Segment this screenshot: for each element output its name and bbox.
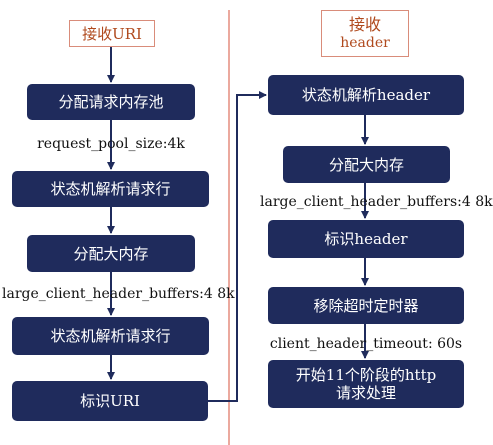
node-parse-header-text: 状态机解析header xyxy=(301,86,431,104)
node-allocate-large-memory-left-text: 分配大内存 xyxy=(73,244,149,263)
label-large-client-header-buffers-right-text: large_client_header_buffers:4 8k xyxy=(260,194,493,210)
label-client-header-timeout: client_header_timeout: 60s xyxy=(268,336,464,352)
node-allocate-request-pool: 分配请求内存池 xyxy=(27,84,195,120)
node-parse-request-line-2: 状态机解析请求行 xyxy=(12,317,209,355)
label-large-client-header-buffers-left-text: large_client_header_buffers:4 8k xyxy=(2,286,235,302)
node-mark-header-text: 标识header xyxy=(324,230,408,248)
node-mark-uri: 标识URI xyxy=(12,381,208,421)
label-request-pool-size-text: request_pool_size:4k xyxy=(37,136,185,152)
node-allocate-large-memory-right: 分配大内存 xyxy=(283,146,450,183)
node-parse-request-line-1-text: 状态机解析请求行 xyxy=(50,180,171,198)
node-allocate-large-memory-left: 分配大内存 xyxy=(27,235,195,272)
label-large-client-header-buffers-right: large_client_header_buffers:4 8k xyxy=(260,194,493,210)
node-mark-header: 标识header xyxy=(268,220,464,258)
label-large-client-header-buffers-left: large_client_header_buffers:4 8k xyxy=(2,286,235,302)
node-start-http-phases-text: 开始11个阶段的http请求处理 xyxy=(295,366,437,402)
node-parse-header: 状态机解析header xyxy=(268,75,464,115)
header-receive-header-line2: header xyxy=(340,35,390,51)
header-receive-uri: 接收URI xyxy=(69,20,155,47)
label-client-header-timeout-text: client_header_timeout: 60s xyxy=(269,336,463,352)
node-parse-request-line-1: 状态机解析请求行 xyxy=(12,171,209,207)
header-receive-header-line1: 接收 xyxy=(348,15,381,34)
arrow-cross xyxy=(208,91,267,402)
header-receive-uri-text: 接收URI xyxy=(82,25,142,43)
node-parse-request-line-2-text: 状态机解析请求行 xyxy=(50,327,171,345)
node-allocate-large-memory-right-text: 分配大内存 xyxy=(328,155,404,174)
label-request-pool-size: request_pool_size:4k xyxy=(11,136,211,152)
node-remove-timeout-timer-text: 移除超时定时器 xyxy=(313,296,419,315)
node-remove-timeout-timer: 移除超时定时器 xyxy=(268,287,464,324)
node-allocate-request-pool-text: 分配请求内存池 xyxy=(58,93,164,111)
node-mark-uri-text: 标识URI xyxy=(80,392,140,410)
node-start-http-phases: 开始11个阶段的http请求处理 xyxy=(268,360,464,408)
header-receive-header: 接收 header xyxy=(321,10,409,57)
